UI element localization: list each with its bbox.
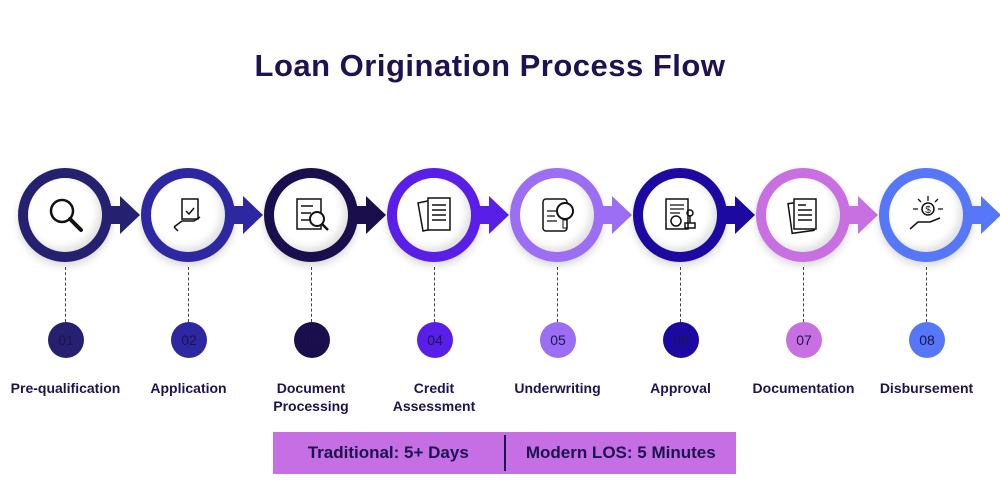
step-label: Pre-qualification (10, 380, 121, 396)
divider (503, 435, 506, 471)
step-ring (633, 168, 727, 262)
arrow-right-icon (356, 196, 386, 234)
process-step: 05 Underwriting (496, 0, 632, 420)
modern-time: Modern LOS: 5 Minutes (525, 443, 716, 462)
step-label: Underwriting (514, 380, 601, 396)
stamp-document-icon (665, 198, 696, 230)
arrow-right-icon (233, 196, 263, 234)
arrow-right-icon (110, 196, 140, 234)
money-hand-icon: $ (909, 196, 943, 230)
step-ring (141, 168, 235, 262)
checklist-search-icon (296, 198, 329, 231)
connector-line (680, 267, 681, 322)
step-label: Credit Assessment (392, 380, 476, 414)
process-step: 04 Credit Assessment (373, 0, 509, 420)
process-step: 01 Pre-qualification (4, 0, 140, 420)
step-label: Disbursement (879, 380, 974, 396)
step-ring (264, 168, 358, 262)
step-number: 06 (663, 322, 699, 358)
connector-line (557, 267, 558, 322)
process-step: $ 08 Disbursement (865, 0, 1000, 420)
step-number: 02 (171, 322, 207, 358)
step-ring (510, 168, 604, 262)
process-step: 03 Document Processing (250, 0, 386, 420)
clipboard-search-icon (542, 198, 574, 232)
connector-line (188, 267, 189, 322)
hand-document-icon (173, 198, 201, 232)
icon-circle (274, 178, 348, 252)
step-ring (756, 168, 850, 262)
magnifier-icon (49, 198, 83, 232)
connector-line (926, 267, 927, 322)
step-number: 03 (294, 322, 330, 358)
step-ring (18, 168, 112, 262)
step-label: Document Processing (273, 380, 349, 414)
step-label: Application (150, 380, 227, 396)
arrow-right-icon (602, 196, 632, 234)
icon-circle: $ (889, 178, 963, 252)
step-label: Approval (650, 380, 711, 396)
connector-line (65, 267, 66, 322)
arrow-right-icon (848, 196, 878, 234)
svg-text:$: $ (925, 205, 931, 216)
connector-line (434, 267, 435, 322)
step-label: Documentation (752, 380, 855, 396)
step-number: 05 (540, 322, 576, 358)
process-step: 07 Documentation (742, 0, 878, 420)
documents-icon (417, 197, 451, 232)
step-number: 04 (417, 322, 453, 358)
icon-circle (643, 178, 717, 252)
step-ring: $ (879, 168, 973, 262)
arrow-right-icon (725, 196, 755, 234)
step-number: 08 (909, 322, 945, 358)
connector-line (311, 267, 312, 322)
connector-line (803, 267, 804, 322)
arrow-right-icon (971, 196, 1000, 234)
process-step: 06 Approval (619, 0, 755, 420)
comparison-banner: Traditional: 5+ Days Modern LOS: 5 Minut… (273, 432, 736, 474)
icon-circle (28, 178, 102, 252)
icon-circle (520, 178, 594, 252)
icon-circle (766, 178, 840, 252)
step-ring (387, 168, 481, 262)
step-number: 01 (48, 322, 84, 358)
icon-circle (151, 178, 225, 252)
arrow-right-icon (479, 196, 509, 234)
icon-circle (397, 178, 471, 252)
paper-stack-icon (787, 198, 817, 235)
page-title: Loan Origination Process Flow (254, 48, 726, 83)
step-number: 07 (786, 322, 822, 358)
traditional-time: Traditional: 5+ Days (307, 443, 469, 462)
process-step: 02 Application (127, 0, 263, 420)
